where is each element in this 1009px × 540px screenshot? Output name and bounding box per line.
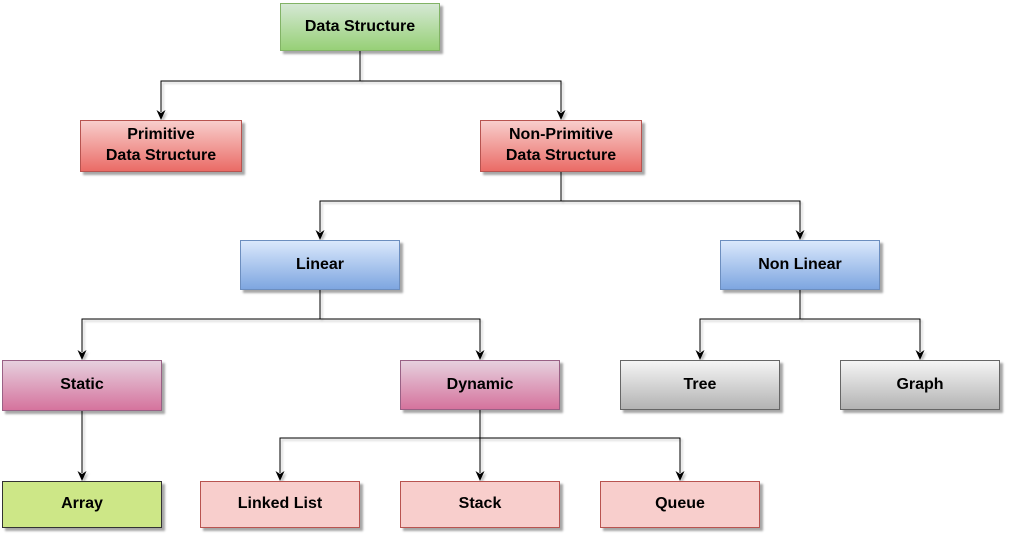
- node-linked-list: Linked List: [200, 481, 360, 528]
- node-label: Static: [60, 376, 104, 394]
- node-non-primitive: Non-Primitive Data Structure: [480, 120, 642, 172]
- edge-non-primitive-to-non-linear: [560, 172, 805, 240]
- edge-linear-to-dynamic: [319, 290, 485, 360]
- arrowhead-icon: [475, 350, 485, 360]
- arrowhead-icon: [77, 350, 87, 360]
- node-data-structure: Data Structure: [280, 3, 440, 51]
- node-label: Non Linear: [758, 255, 842, 273]
- arrowhead-icon: [675, 471, 685, 481]
- arrowhead-icon: [556, 110, 566, 120]
- node-label: Linked List: [237, 495, 323, 513]
- edge-non-linear-to-tree: [695, 290, 801, 360]
- edge-non-linear-to-graph: [799, 290, 925, 360]
- arrowhead-icon: [275, 471, 285, 481]
- arrowhead-icon: [695, 350, 705, 360]
- node-primitive: Primitive Data Structure: [80, 120, 242, 172]
- node-label: Queue: [655, 495, 705, 513]
- node-label: Data Structure: [304, 17, 416, 35]
- node-tree: Tree: [620, 360, 780, 410]
- node-non-linear: Non Linear: [720, 240, 880, 290]
- node-label: Dynamic: [446, 375, 514, 393]
- edge-static-to-array: [77, 411, 87, 481]
- node-label: Non-Primitive Data Structure: [505, 126, 617, 164]
- edge-non-primitive-to-linear: [315, 172, 562, 240]
- edge-data-structure-to-primitive: [156, 51, 361, 120]
- node-graph: Graph: [840, 360, 1000, 410]
- node-label: Primitive Data Structure: [105, 126, 217, 164]
- edge-linear-to-static: [77, 290, 321, 360]
- node-label: Graph: [896, 375, 944, 393]
- arrowhead-icon: [915, 350, 925, 360]
- arrowhead-icon: [475, 471, 485, 481]
- edge-dynamic-to-queue: [479, 410, 685, 481]
- arrowhead-icon: [77, 471, 87, 481]
- node-linear: Linear: [240, 240, 400, 290]
- node-label: Stack: [458, 495, 502, 513]
- node-array: Array: [2, 481, 162, 528]
- node-dynamic: Dynamic: [400, 360, 560, 410]
- edge-data-structure-to-non-primitive: [359, 51, 566, 120]
- arrowhead-icon: [315, 230, 325, 240]
- node-label: Linear: [295, 255, 344, 273]
- node-queue: Queue: [600, 481, 760, 528]
- node-stack: Stack: [400, 481, 560, 528]
- arrowhead-icon: [795, 230, 805, 240]
- arrowhead-icon: [156, 110, 166, 120]
- node-label: Array: [61, 495, 103, 513]
- edge-dynamic-to-linked-list: [275, 410, 481, 481]
- node-label: Tree: [683, 375, 717, 393]
- node-static: Static: [2, 360, 162, 411]
